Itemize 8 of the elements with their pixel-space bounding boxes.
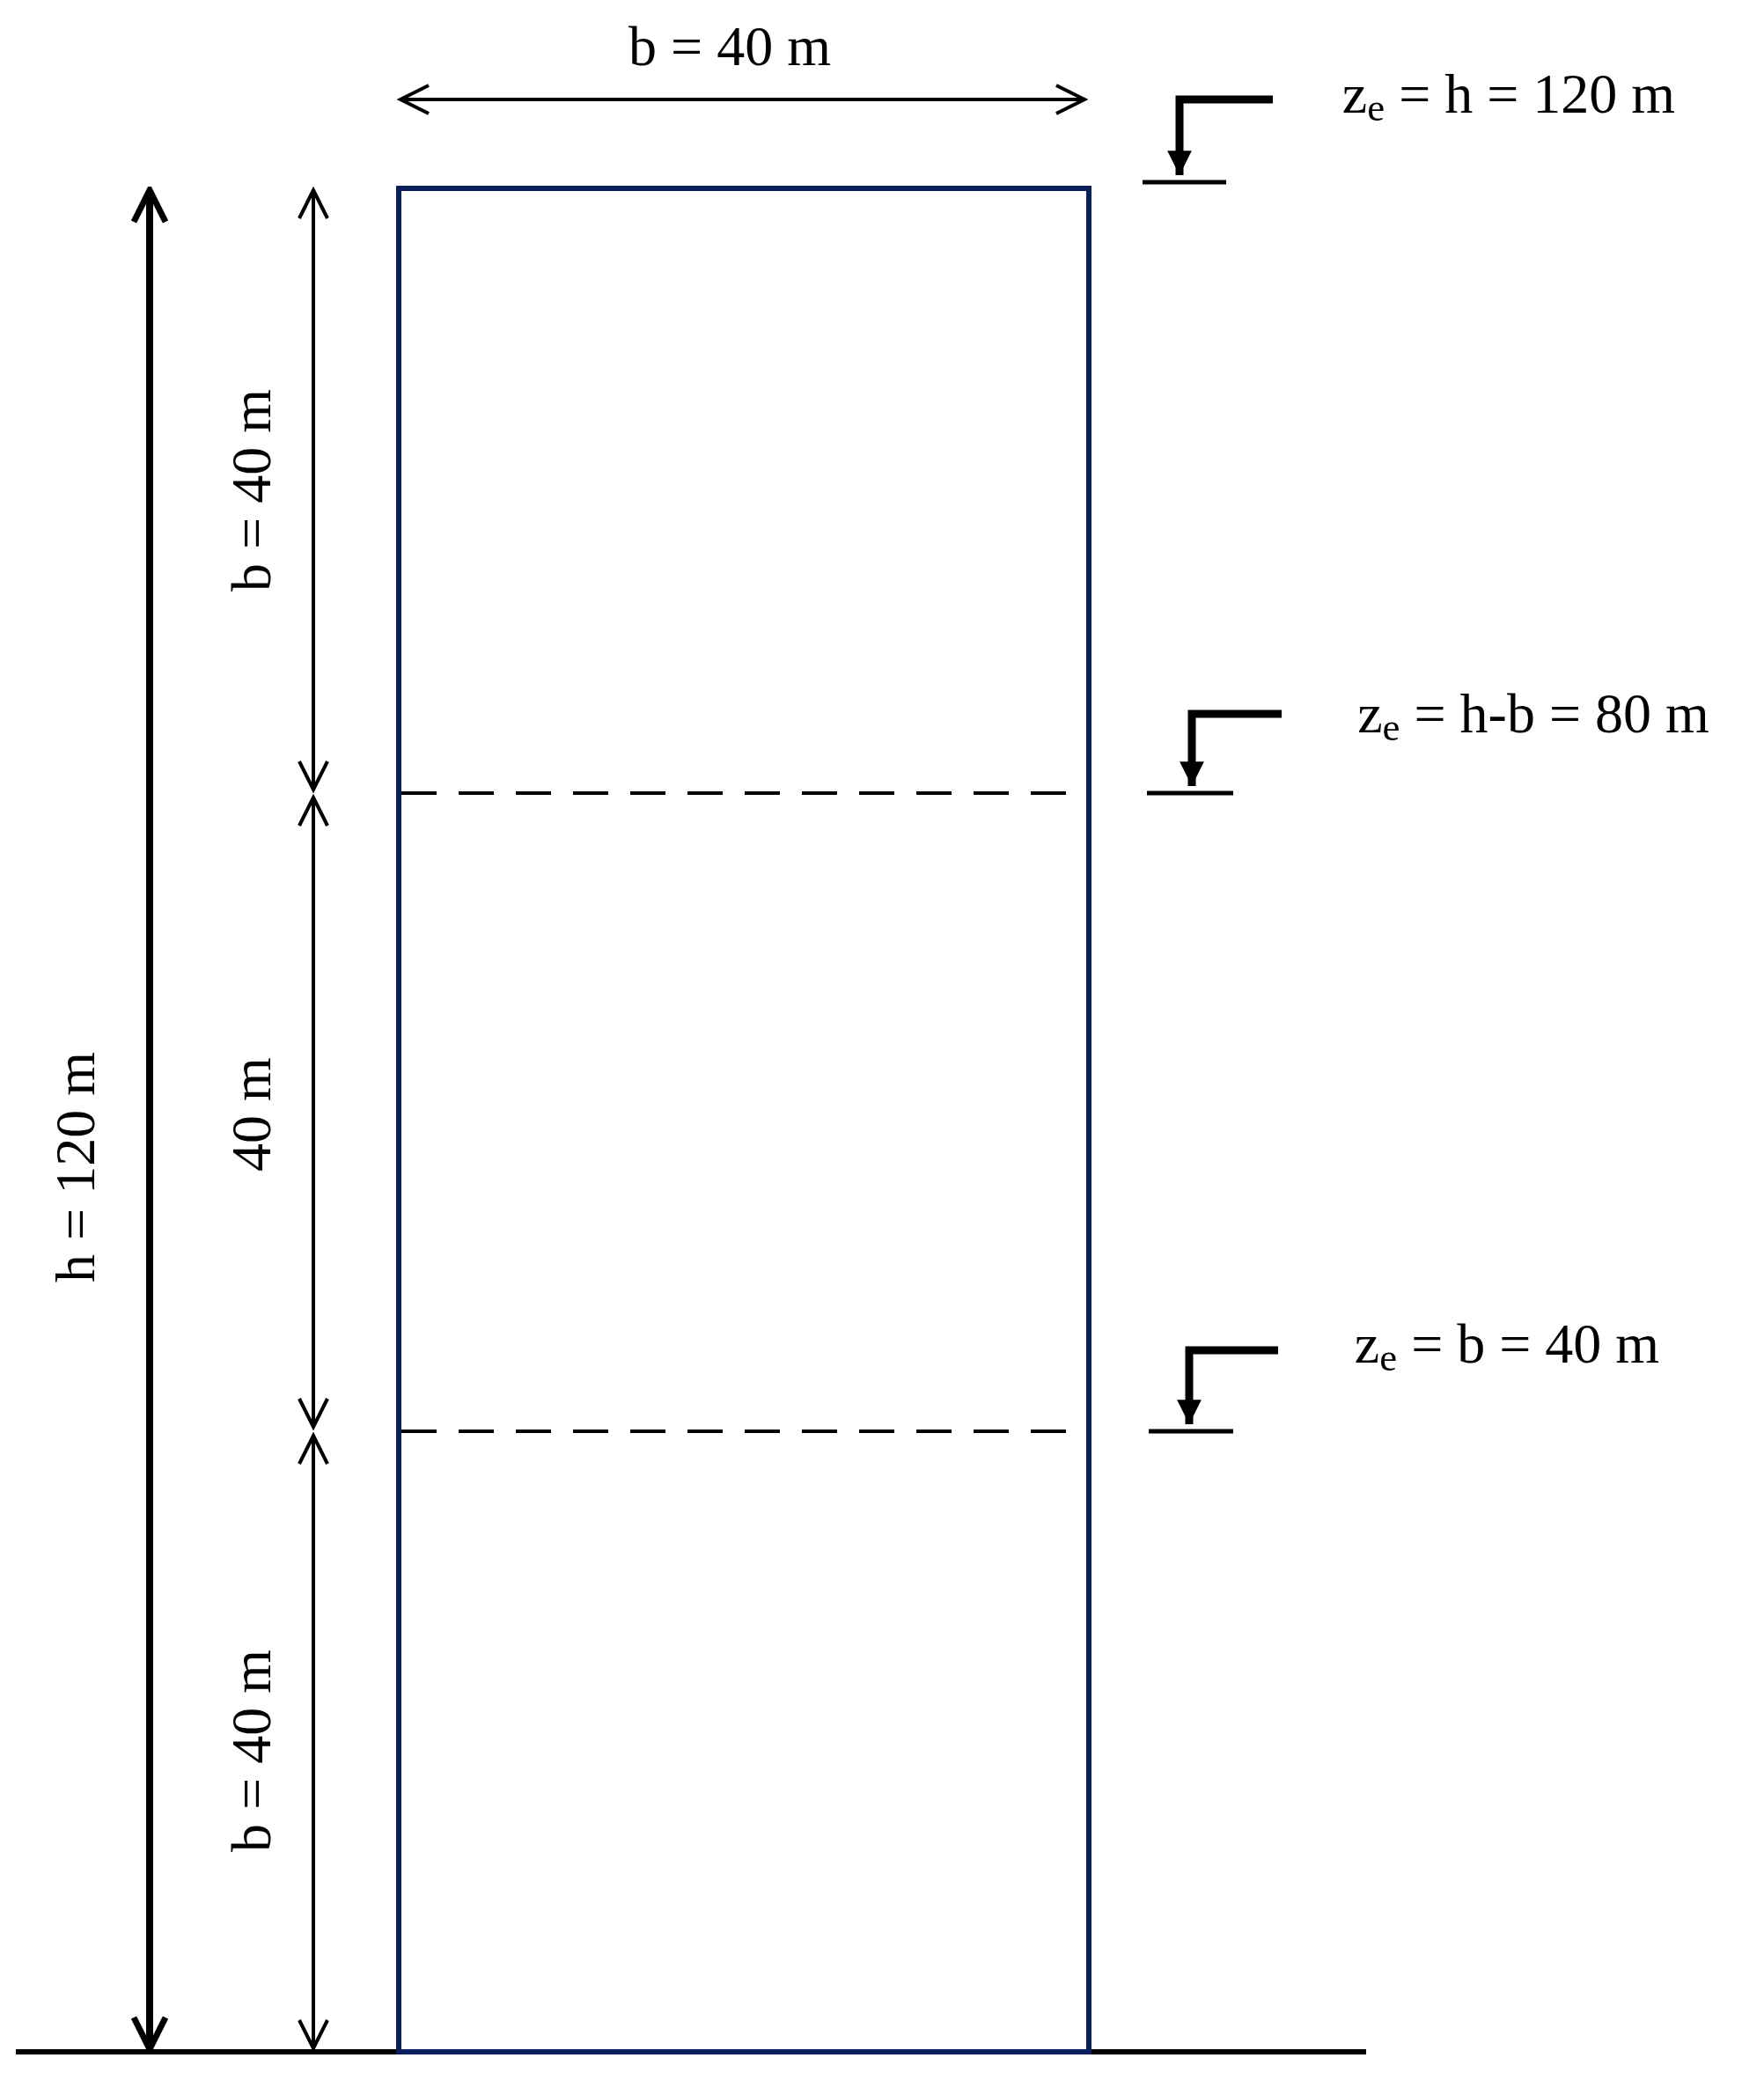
level-label: z$_{e}$ = h-b = 80 m [1357, 686, 1709, 747]
level-label: z$_{e}$ = h = 120 m [1341, 66, 1676, 128]
dimension-label: 40 m [224, 1057, 280, 1172]
dimension-label: h = 120 m [48, 1052, 104, 1283]
level-label: z$_{e}$ = b = 40 m [1354, 1316, 1660, 1378]
dimension-label: b = 40 m [224, 1650, 280, 1852]
dimension-label: b = 40 m [628, 18, 831, 75]
dimension-label: b = 40 m [224, 389, 280, 592]
